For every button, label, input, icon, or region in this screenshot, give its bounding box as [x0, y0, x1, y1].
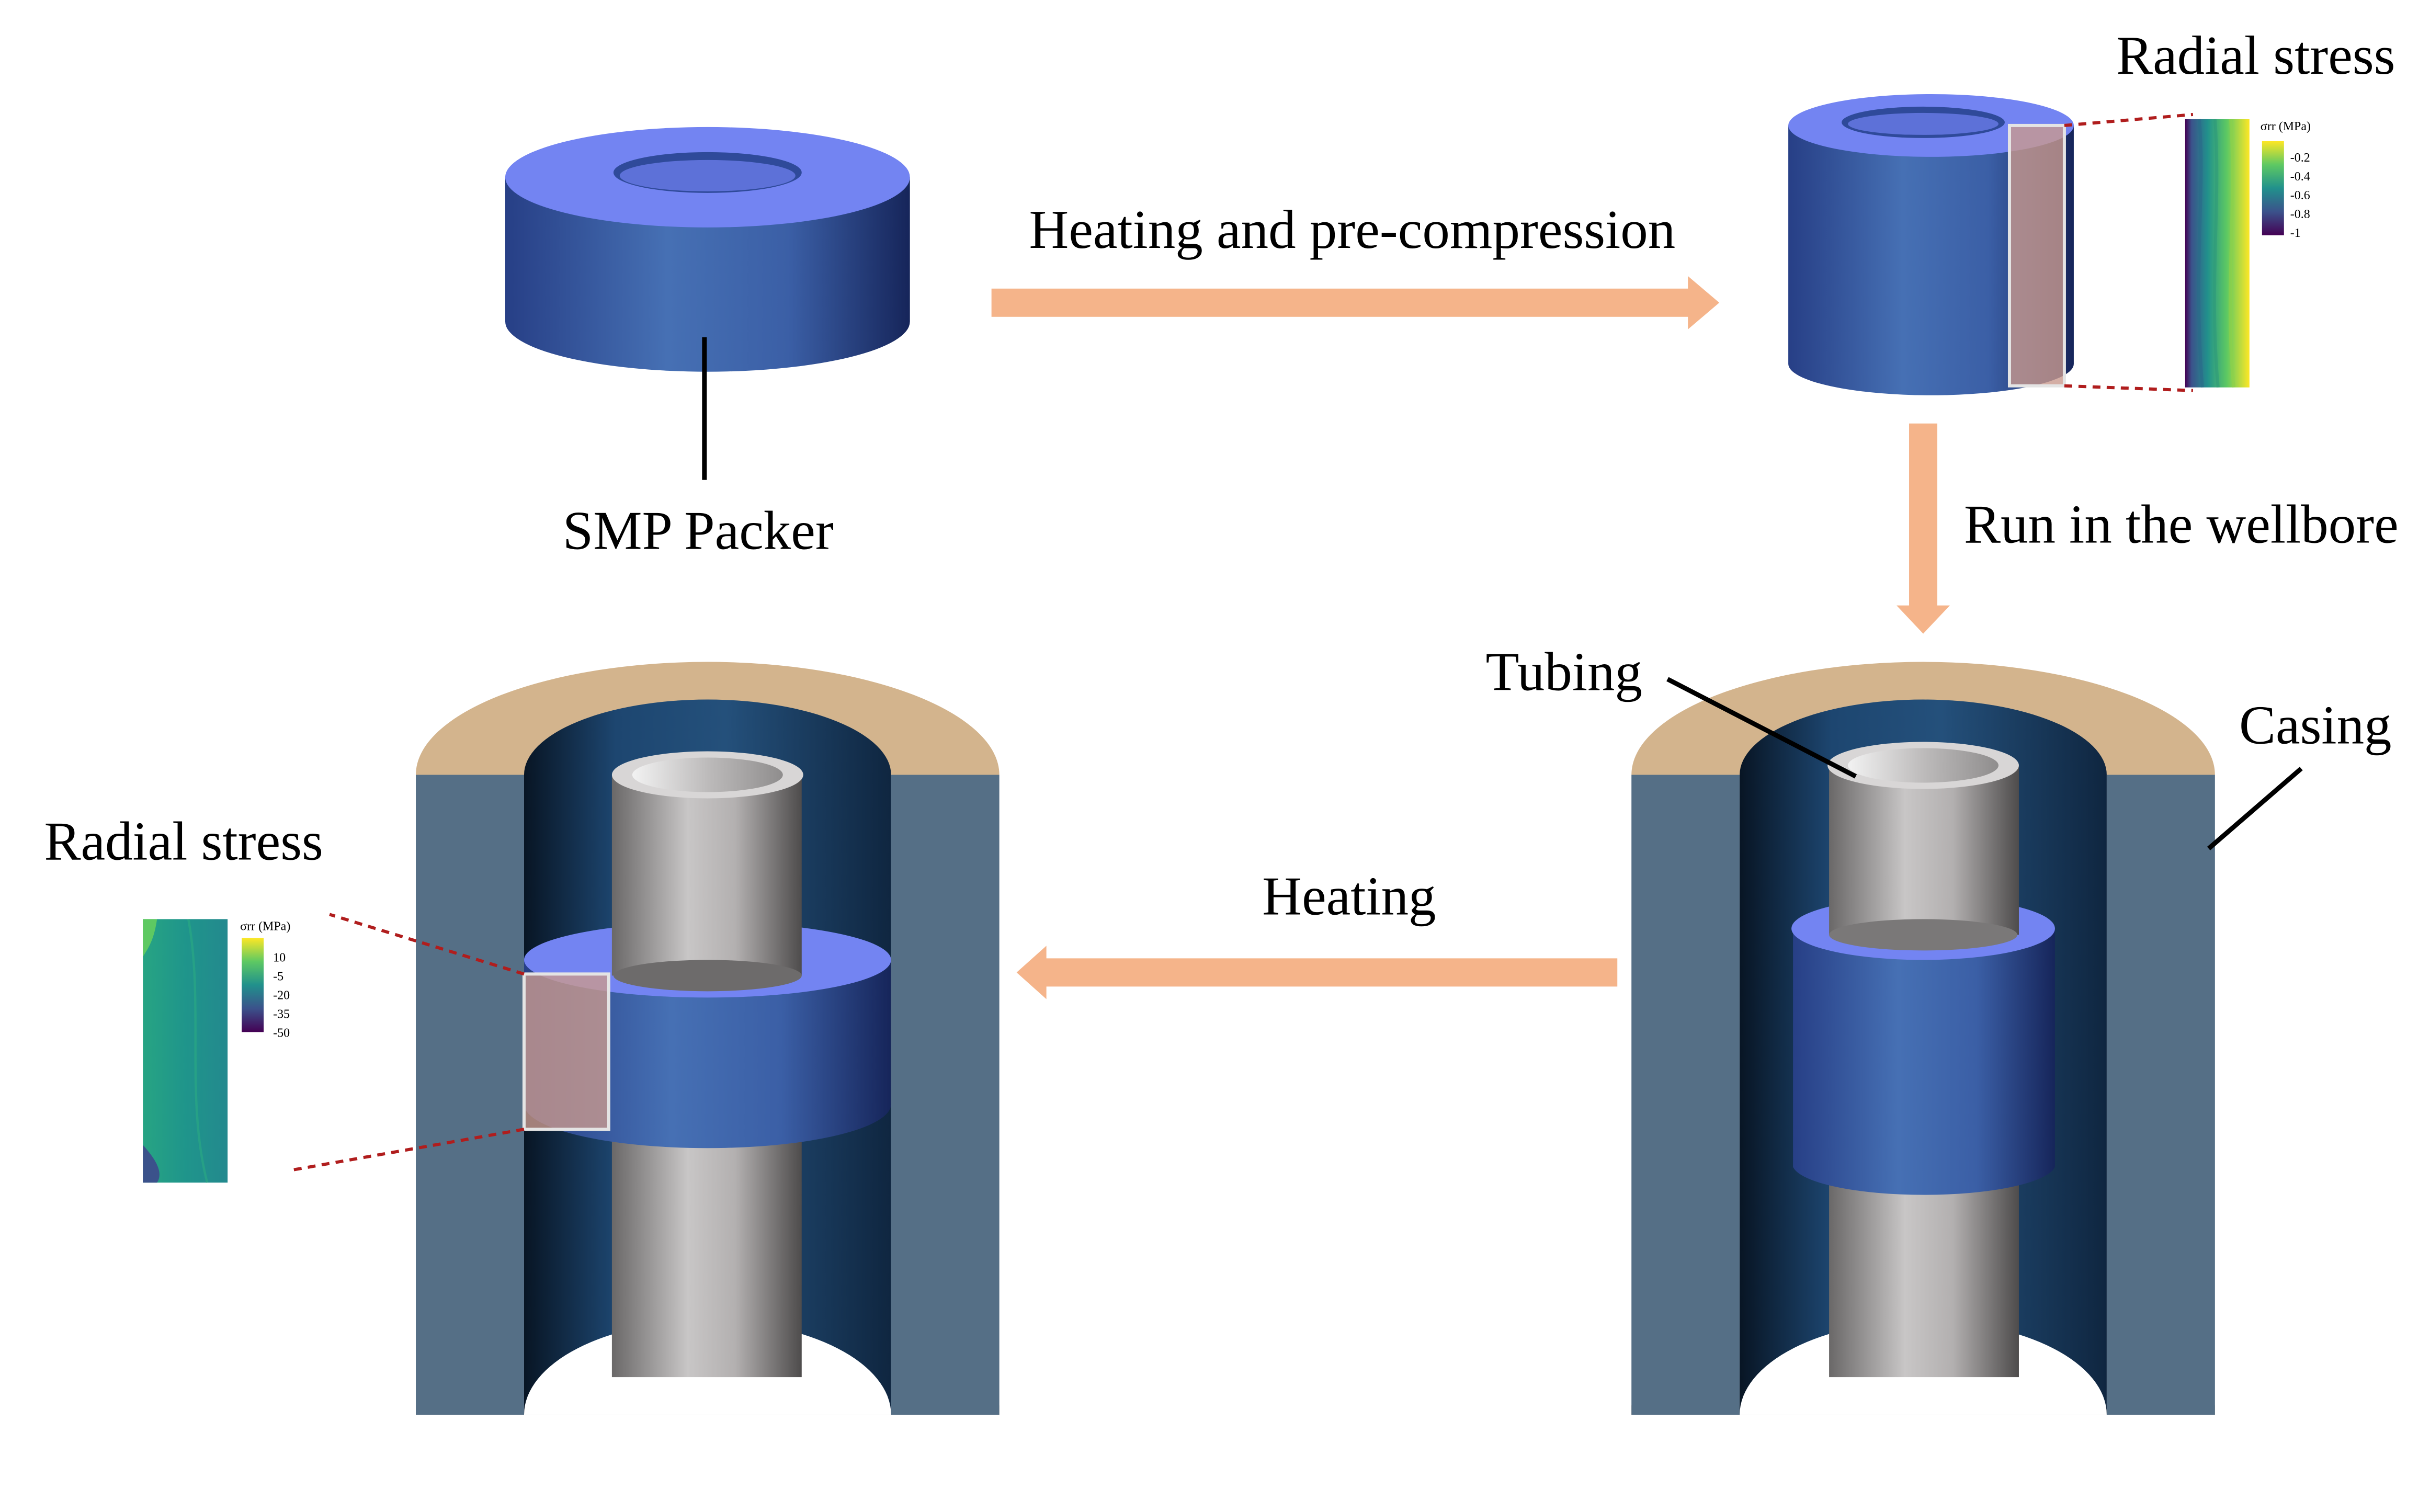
smp-packer-label: SMP Packer: [563, 500, 834, 561]
compressed-packer: [1788, 94, 2074, 395]
highlight-box-top: [2007, 123, 2066, 388]
colorbar-top-tick: -0.4: [2290, 170, 2310, 184]
highlight-box-left: [522, 972, 610, 1131]
colorbar-left-tick: -50: [273, 1026, 290, 1040]
radial-stress-label-left: Radial stress: [44, 810, 323, 871]
heating-precompression-label: Heating and pre-compression: [1029, 199, 1676, 260]
wellbore-assembly-right: [1631, 662, 2215, 1415]
dashed-leader-left-upper: [329, 913, 525, 976]
colorbar-left-tick: -20: [273, 988, 290, 1002]
colorbar-top-tick: -1: [2290, 226, 2301, 240]
colorbar-left-tick: -35: [273, 1007, 290, 1021]
run-in-wellbore-label: Run in the wellbore: [1964, 494, 2399, 555]
arrow-left-heating: [1016, 946, 1618, 999]
radial-stress-contour-left: [143, 918, 228, 1183]
colorbar-top-tick: -0.8: [2290, 208, 2310, 221]
dashed-leader-top-lower: [2064, 384, 2193, 392]
casing-label: Casing: [2239, 695, 2392, 756]
colorbar-top-title: σrr (MPa): [2261, 120, 2311, 133]
dashed-leader-left-lower: [291, 1128, 525, 1172]
colorbar-top-tick: -0.2: [2290, 151, 2310, 165]
colorbar-top-tick: -0.6: [2290, 189, 2310, 202]
colorbar-left-tick: 10: [273, 951, 286, 964]
arrow-right-heating-precompression: [991, 276, 1720, 329]
colorbar-top: σrr (MPa) -0.2 -0.4 -0.6 -0.8 -1: [2261, 120, 2311, 240]
tubing-label: Tubing: [1486, 641, 1643, 702]
dashed-leader-top-upper: [2064, 112, 2194, 127]
radial-stress-label-top: Radial stress: [2116, 25, 2395, 86]
radial-stress-contour-top: [2185, 119, 2250, 388]
casing-leader-line: [2207, 767, 2303, 850]
heating-label: Heating: [1262, 865, 1436, 926]
tubing-leader-line: [1666, 677, 1857, 779]
colorbar-left: σrr (MPa) 10 -5 -20 -35 -50: [240, 919, 290, 1040]
smp-packer-ring: [505, 127, 910, 372]
colorbar-left-title: σrr (MPa): [240, 919, 290, 933]
arrow-down-run-in-wellbore: [1897, 423, 1950, 634]
colorbar-left-tick: -5: [273, 970, 283, 983]
wellbore-assembly-left: [416, 662, 1000, 1415]
